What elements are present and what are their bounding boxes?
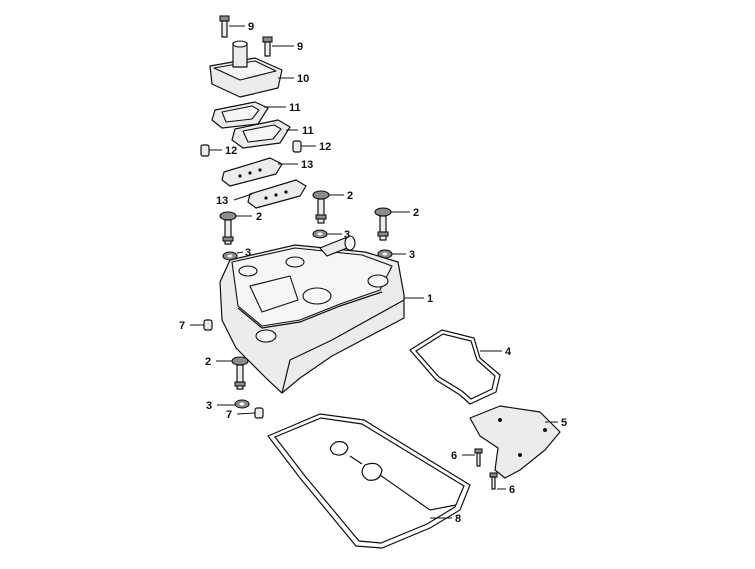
- gasket-4: [409, 329, 501, 405]
- callout-3-upper-right: 3: [409, 249, 415, 261]
- bolt-9-right: [262, 36, 273, 57]
- callout-7-right: 7: [226, 409, 232, 421]
- valve-cover-1: [219, 235, 405, 394]
- seal-11-lower: [231, 119, 291, 149]
- washer-3-upper-middle: [312, 229, 328, 239]
- callout-6-upper: 6: [451, 450, 457, 462]
- breather-cover-10: [209, 40, 283, 98]
- washer-3-lower-left: [234, 399, 250, 409]
- callout-1: 1: [427, 293, 433, 305]
- bolt-2-lower-left: [231, 356, 249, 390]
- sleeve-12-right: [292, 140, 302, 153]
- leader-lines: [190, 25, 558, 519]
- callout-2-upper-left: 2: [256, 211, 262, 223]
- sleeve-7-right: [254, 407, 264, 419]
- callout-4: 4: [505, 346, 512, 358]
- callout-9-left: 9: [248, 21, 254, 33]
- callout-13-upper: 13: [301, 159, 313, 171]
- callout-7-left: 7: [179, 320, 185, 332]
- callout-11-lower: 11: [302, 125, 314, 137]
- callout-2-upper-right: 2: [413, 207, 419, 219]
- screw-6-upper: [474, 448, 483, 467]
- callout-3-lower-left: 3: [206, 400, 212, 412]
- bolt-2-upper-right: [374, 207, 392, 241]
- callout-10: 10: [297, 73, 309, 85]
- sleeve-12-left: [200, 144, 210, 157]
- heat-shield-5: [469, 405, 561, 479]
- callout-8: 8: [455, 513, 461, 525]
- callout-13-lower: 13: [216, 195, 228, 207]
- baffle-13-lower: [247, 179, 307, 209]
- sleeve-7-left: [203, 319, 213, 331]
- callout-12-left: 12: [225, 145, 237, 157]
- callout-5: 5: [561, 417, 567, 429]
- callout-2-upper-middle: 2: [347, 190, 353, 202]
- callout-3-upper-middle: 3: [344, 229, 350, 241]
- callout-11-upper: 11: [289, 102, 301, 114]
- callout-2-lower-left: 2: [205, 356, 211, 368]
- callout-9-right: 9: [297, 41, 303, 53]
- screw-6-lower: [489, 472, 498, 490]
- baffle-13-upper: [221, 157, 283, 187]
- bolt-2-upper-left: [219, 211, 237, 245]
- bolt-9-left: [219, 15, 230, 38]
- callout-3-upper-left: 3: [245, 247, 251, 259]
- bolt-2-upper-middle: [312, 190, 330, 224]
- callout-12-right: 12: [319, 141, 331, 153]
- gasket-8: [267, 413, 471, 549]
- callout-6-lower: 6: [509, 484, 515, 496]
